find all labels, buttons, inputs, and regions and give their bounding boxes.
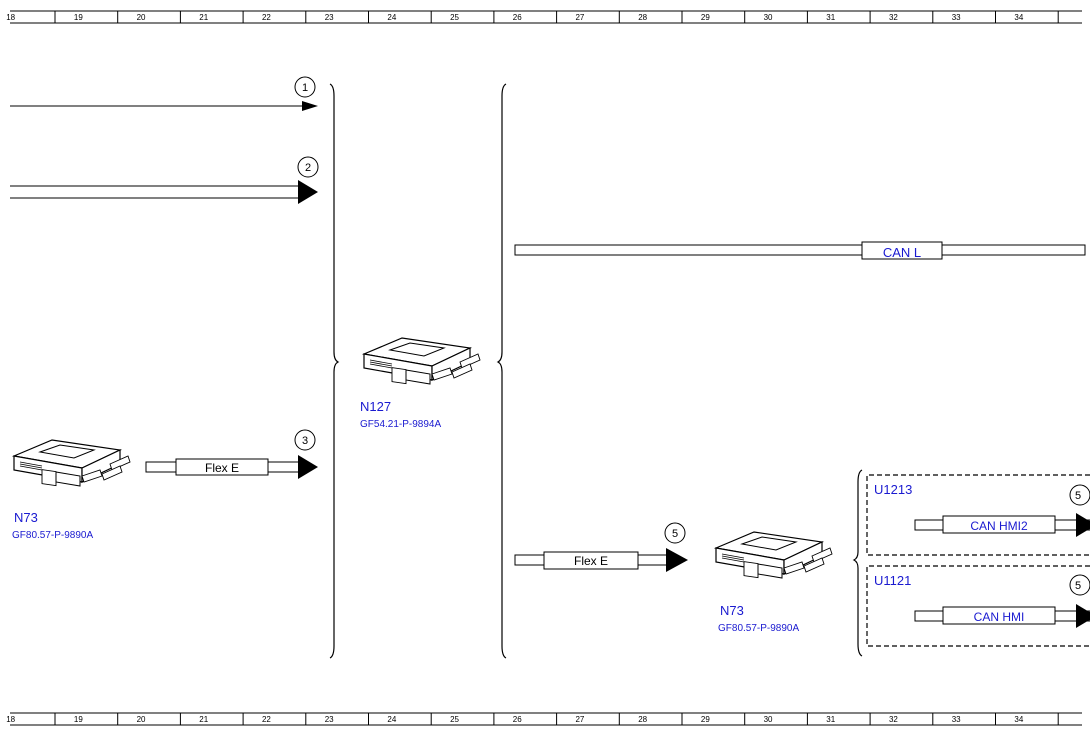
bus-label: CAN HMI [974, 610, 1025, 624]
u1213-group: U1213 CAN HMI2 5 [866, 474, 1090, 556]
n73-module-right[interactable]: N73 GF80.57-P-9890A [715, 531, 833, 634]
ruler-label: 28 [638, 715, 647, 724]
ruler-label: 23 [325, 715, 334, 724]
ruler-label: 25 [450, 13, 459, 22]
can-l-bus: CAN L [514, 241, 1086, 260]
marker-2: 2 [305, 162, 311, 174]
ruler-label: 18 [6, 715, 15, 724]
marker-circle-1 [294, 76, 316, 98]
bus-label: Flex E [205, 461, 239, 475]
ruler-label: 23 [325, 13, 334, 22]
ruler-label: 21 [199, 13, 208, 22]
marker-circle-3 [294, 429, 316, 451]
marker-circle-5 [1069, 574, 1090, 596]
ruler-label: 18 [6, 13, 15, 22]
ruler-label: 25 [450, 715, 459, 724]
marker-5: 5 [672, 528, 678, 540]
connection-1: 1 [10, 76, 318, 111]
arrow-head-icon [298, 455, 318, 479]
module-ref-link[interactable]: GF80.57-P-9890A [12, 530, 93, 541]
group-label: U1121 [874, 573, 911, 588]
ruler-label: 33 [952, 715, 961, 724]
arrow-head-icon [666, 548, 688, 572]
ruler-label: 19 [74, 13, 83, 22]
arrow-head-icon [298, 180, 318, 204]
ruler-label: 27 [575, 715, 584, 724]
ruler-label: 32 [889, 715, 898, 724]
ruler-label: 20 [137, 13, 146, 22]
ruler-label: 24 [387, 715, 396, 724]
module-ref-link[interactable]: GF54.21-P-9894A [360, 419, 441, 430]
marker-5: 5 [1075, 490, 1081, 502]
module-name: N73 [14, 510, 38, 525]
ruler-label: 34 [1014, 715, 1023, 724]
arrow-head-icon [302, 101, 318, 111]
ruler-label: 22 [262, 13, 271, 22]
ruler-label: 31 [826, 13, 835, 22]
control-unit-icon [13, 439, 131, 487]
module-ref-link[interactable]: GF80.57-P-9890A [718, 623, 799, 634]
arrow-head-icon [1076, 604, 1090, 628]
ruler-label: 29 [701, 13, 710, 22]
group-bracket [852, 469, 863, 657]
ruler-label: 21 [199, 715, 208, 724]
ruler-label: 29 [701, 715, 710, 724]
ruler-label: 24 [387, 13, 396, 22]
marker-5: 5 [1075, 580, 1081, 592]
marker-circle-5 [664, 522, 686, 544]
marker-circle-2 [297, 156, 319, 178]
ruler-label: 26 [513, 715, 522, 724]
ruler-label: 27 [575, 13, 584, 22]
module-name: N73 [720, 603, 744, 618]
flex-e-right-bus: Flex E 5 [514, 522, 688, 572]
control-unit-icon [715, 531, 833, 579]
marker-circle-5 [1069, 484, 1090, 506]
arrow-head-icon [1076, 513, 1090, 537]
ruler-label: 26 [513, 13, 522, 22]
ruler-label: 33 [952, 13, 961, 22]
bus-label: CAN L [883, 245, 921, 260]
u1121-group: U1121 CAN HMI 5 [866, 565, 1090, 647]
ruler-label: 30 [764, 715, 773, 724]
bus-label: Flex E [574, 554, 608, 568]
control-unit-icon [363, 337, 481, 385]
right-bracket [496, 83, 507, 659]
bottom-ruler: 18 19 20 21 22 23 24 25 26 27 28 29 30 31 32 33 34 [6, 712, 1082, 726]
ruler-label: 20 [137, 715, 146, 724]
group-label: U1213 [874, 482, 912, 497]
bus-label: CAN HMI2 [970, 519, 1028, 533]
marker-1: 1 [302, 82, 308, 94]
n127-module[interactable]: N127 GF54.21-P-9894A [360, 337, 481, 430]
top-ruler: 18 19 20 21 22 23 24 25 26 27 28 29 30 31 32 33 34 [6, 10, 1082, 24]
ruler-label: 22 [262, 715, 271, 724]
ruler-label: 32 [889, 13, 898, 22]
ruler-label: 19 [74, 715, 83, 724]
ruler-label: 30 [764, 13, 773, 22]
n73-module-left[interactable]: N73 GF80.57-P-9890A [12, 439, 131, 541]
flex-e-left-bus: Flex E 3 [145, 429, 318, 479]
ruler-label: 34 [1014, 13, 1023, 22]
marker-3: 3 [302, 435, 308, 447]
connection-2: 2 [10, 156, 319, 204]
ruler-label: 31 [826, 715, 835, 724]
module-name: N127 [360, 399, 391, 414]
left-bracket [329, 83, 340, 659]
ruler-label: 28 [638, 13, 647, 22]
